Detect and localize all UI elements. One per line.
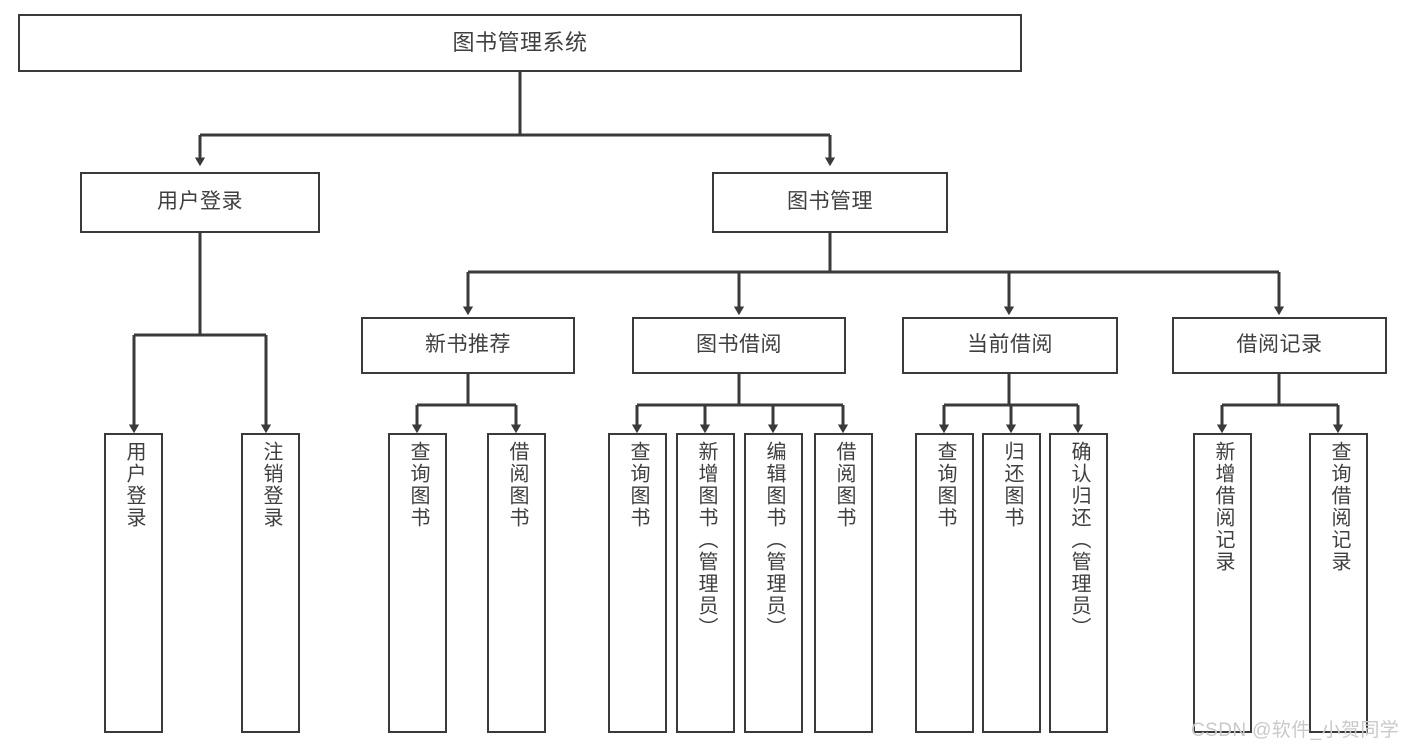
node-label: 图书管理	[787, 190, 873, 214]
csdn-watermark: CSDN @软件_小贺同学	[1191, 720, 1400, 741]
leaf-recommend-borrow-book[interactable]: 借阅图书	[487, 433, 546, 733]
node-label: 借阅图书	[506, 441, 528, 529]
node-label: 注销登录	[260, 441, 282, 529]
node-label: 用户登录	[123, 441, 145, 529]
leaf-current-confirm-return-admin[interactable]: 确认归还（管理员）	[1049, 433, 1108, 733]
node-label: 图书借阅	[696, 333, 782, 357]
node-label: 查询图书	[407, 441, 429, 529]
leaf-current-return-book[interactable]: 归还图书	[982, 433, 1041, 733]
node-label: 当前借阅	[967, 333, 1053, 357]
node-book-borrow[interactable]: 图书借阅	[632, 317, 846, 374]
node-book-management[interactable]: 图书管理	[712, 172, 948, 233]
node-label: 归还图书	[1001, 441, 1023, 529]
leaf-borrow-borrow-book[interactable]: 借阅图书	[814, 433, 873, 733]
node-label: 新增借阅记录	[1212, 441, 1234, 573]
leaf-borrow-query-book[interactable]: 查询图书	[608, 433, 667, 733]
node-new-book-recommend[interactable]: 新书推荐	[361, 317, 575, 374]
leaf-user-logout[interactable]: 注销登录	[241, 433, 300, 733]
node-borrow-record[interactable]: 借阅记录	[1172, 317, 1387, 374]
node-label: 确认归还（管理员）	[1068, 441, 1090, 639]
leaf-user-login[interactable]: 用户登录	[104, 433, 163, 733]
leaf-borrow-add-book-admin[interactable]: 新增图书（管理员）	[676, 433, 735, 733]
leaf-record-add-borrow-record[interactable]: 新增借阅记录	[1193, 433, 1252, 733]
node-label: 借阅图书	[833, 441, 855, 529]
node-label: 新增图书（管理员）	[695, 441, 717, 639]
node-label: 编辑图书（管理员）	[763, 441, 785, 639]
node-label: 查询图书	[934, 441, 956, 529]
node-label: 查询借阅记录	[1328, 441, 1350, 573]
node-root-system[interactable]: 图书管理系统	[18, 14, 1022, 72]
node-user-login[interactable]: 用户登录	[80, 172, 320, 233]
node-label: 借阅记录	[1236, 333, 1323, 357]
leaf-record-query-borrow-record[interactable]: 查询借阅记录	[1309, 433, 1368, 733]
leaf-recommend-query-book[interactable]: 查询图书	[388, 433, 447, 733]
node-current-borrow[interactable]: 当前借阅	[902, 317, 1118, 374]
node-label: 新书推荐	[425, 333, 511, 357]
node-label: 用户登录	[157, 190, 243, 214]
node-label: 图书管理系统	[452, 30, 588, 56]
node-label: 查询图书	[627, 441, 649, 529]
leaf-borrow-edit-book-admin[interactable]: 编辑图书（管理员）	[744, 433, 803, 733]
leaf-current-query-book[interactable]: 查询图书	[915, 433, 974, 733]
